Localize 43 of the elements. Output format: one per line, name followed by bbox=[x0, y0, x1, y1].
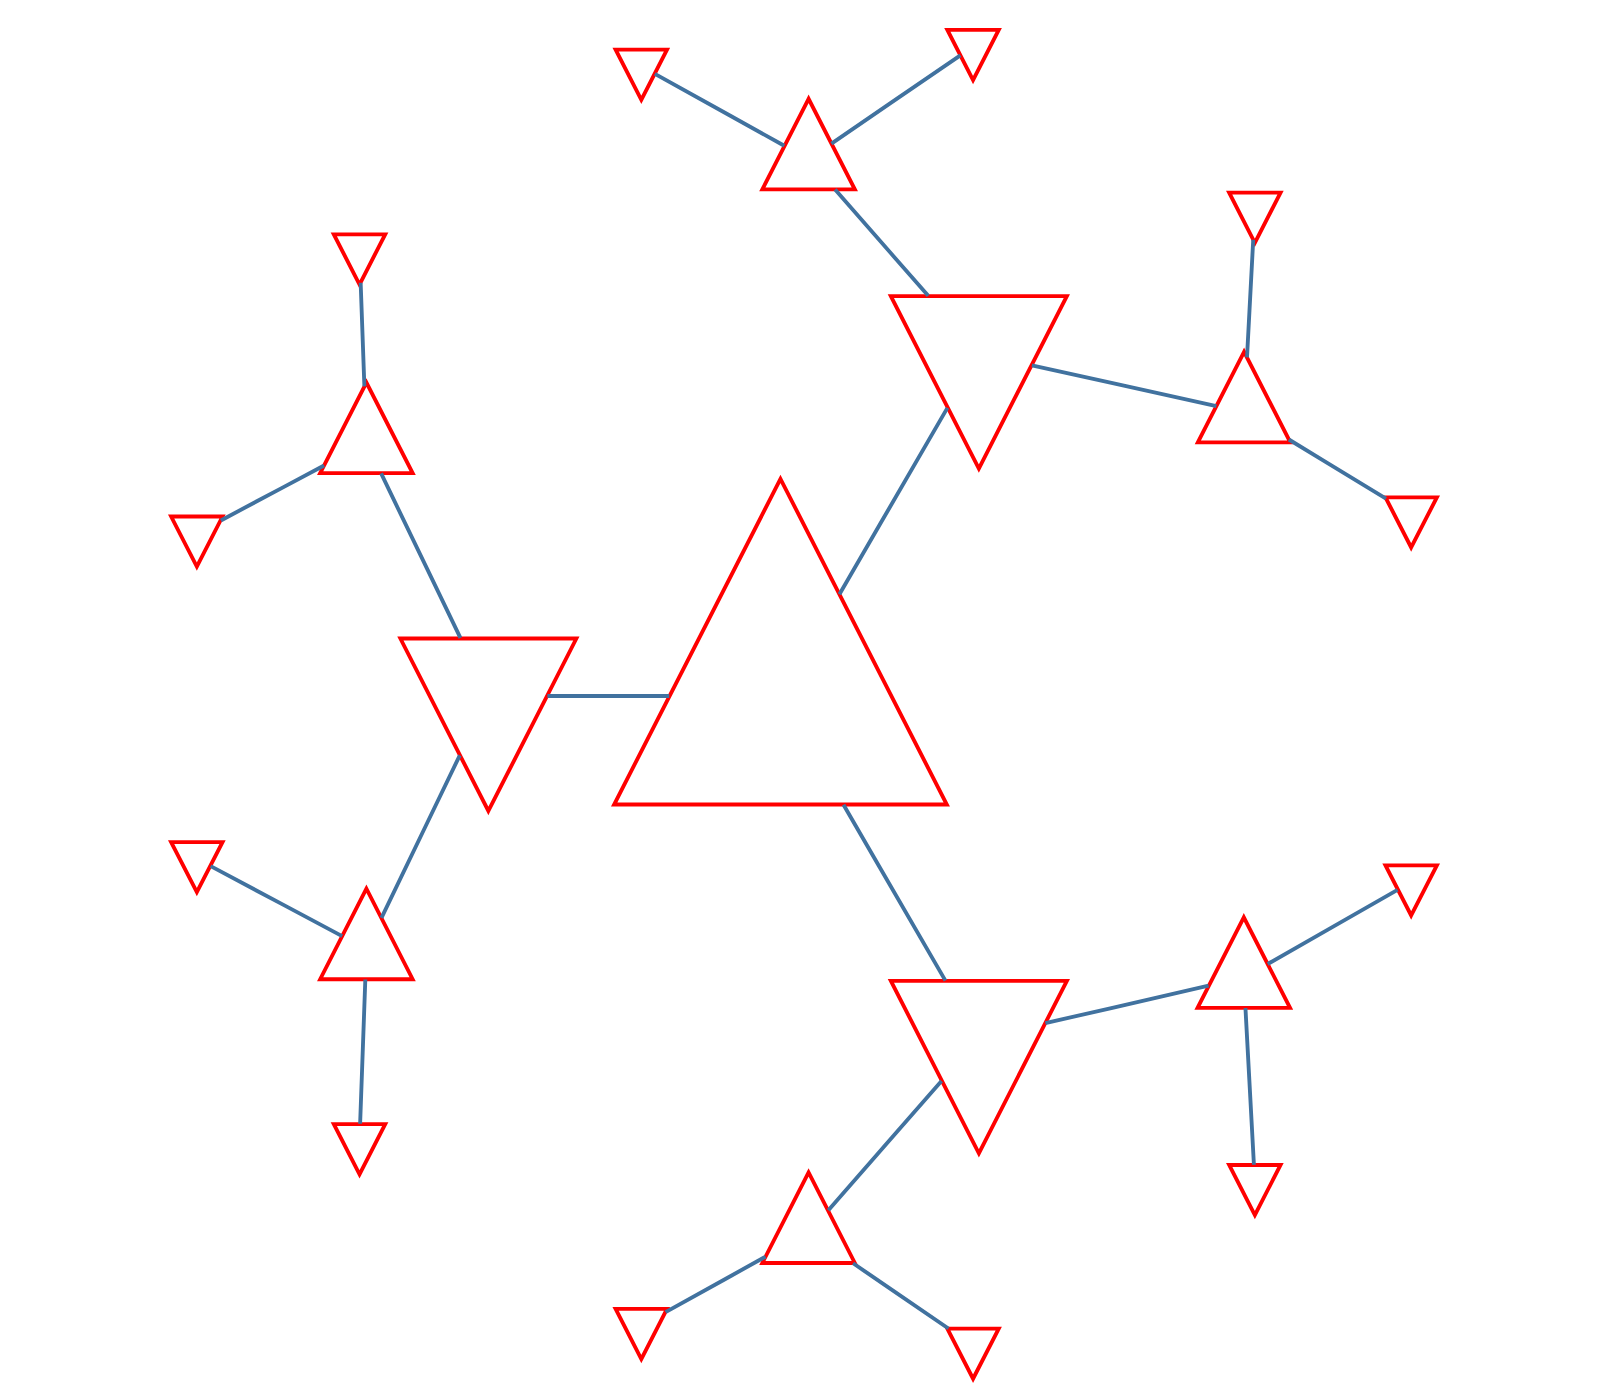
node-triangle bbox=[1194, 347, 1293, 445]
node-triangle bbox=[1225, 1163, 1284, 1220]
connector bbox=[1030, 363, 1217, 408]
node-triangle bbox=[1193, 913, 1293, 1010]
connector bbox=[851, 1261, 949, 1331]
connector bbox=[664, 1255, 766, 1314]
node-triangle bbox=[610, 474, 950, 807]
connector bbox=[833, 188, 930, 298]
connector bbox=[357, 979, 367, 1124]
node-triangle bbox=[167, 514, 226, 571]
connector bbox=[826, 1079, 943, 1212]
connector bbox=[219, 463, 325, 523]
connector bbox=[1287, 437, 1387, 501]
node-triangle bbox=[330, 1122, 388, 1179]
connector bbox=[1244, 239, 1255, 358]
connector bbox=[358, 282, 366, 387]
node-triangle bbox=[887, 294, 1070, 473]
node-triangle bbox=[316, 378, 416, 476]
connector bbox=[379, 754, 461, 919]
node-triangle bbox=[167, 840, 226, 897]
connector bbox=[1266, 888, 1398, 966]
connector bbox=[378, 472, 462, 639]
node-triangle bbox=[396, 636, 579, 816]
node-triangle bbox=[943, 1326, 1002, 1383]
connector bbox=[546, 694, 669, 698]
node-triangle bbox=[758, 94, 858, 192]
node-triangle bbox=[758, 1168, 858, 1265]
node-triangle bbox=[611, 1307, 670, 1364]
connector bbox=[829, 53, 961, 146]
node-triangle bbox=[330, 232, 388, 289]
connector bbox=[1044, 983, 1209, 1025]
connector bbox=[841, 803, 947, 982]
node-triangle bbox=[887, 978, 1070, 1158]
connector bbox=[837, 406, 949, 596]
node-triangle bbox=[1381, 495, 1440, 552]
node-triangle bbox=[1381, 863, 1440, 920]
node-triangle bbox=[316, 884, 416, 982]
connector bbox=[1243, 1008, 1256, 1165]
node-triangle bbox=[943, 28, 1002, 85]
node-triangle bbox=[611, 47, 670, 104]
connector bbox=[209, 864, 343, 938]
connector bbox=[653, 72, 785, 148]
node-triangle bbox=[1225, 190, 1284, 247]
